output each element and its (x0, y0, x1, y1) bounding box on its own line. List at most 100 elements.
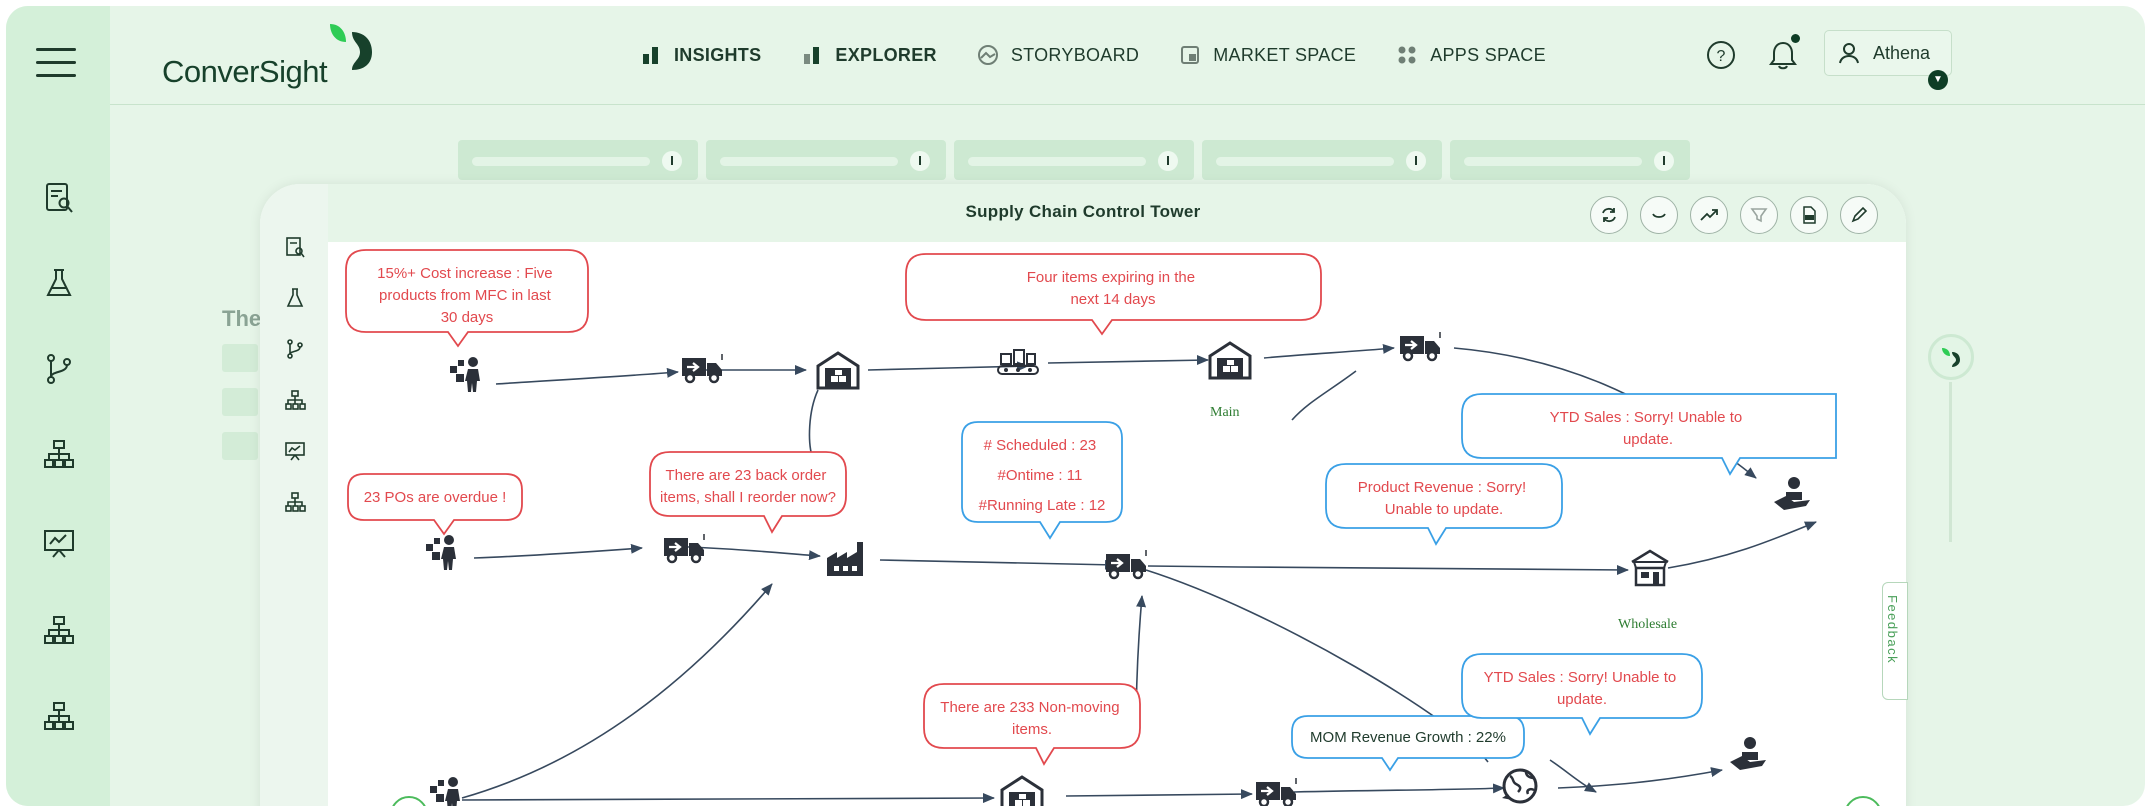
feedback-tab[interactable]: Feedback (1882, 582, 1908, 700)
bubble-line: 30 days (441, 309, 494, 326)
brand-name: ConverSight (162, 54, 328, 89)
flow-diagram: Main Wholesale 15%+ Cost incr (345, 249, 1837, 806)
insights-bars-icon (643, 47, 658, 64)
background-text: The (222, 306, 262, 331)
svg-text:YTD Sales : Sorry! Unable to: YTD Sales : Sorry! Unable to update. (1484, 669, 1681, 708)
bubble-line: items, shall I reorder now? (660, 489, 836, 506)
bubble-line: #Ontime : 11 (998, 467, 1083, 484)
alert-bubble-cost-increase[interactable]: 15%+ Cost increase : Five products from … (345, 249, 589, 348)
node-label-wholesale: Wholesale (1618, 617, 1677, 632)
flow-edge (1667, 521, 1817, 569)
left-rail (6, 6, 110, 806)
customer-icon[interactable] (1730, 737, 1766, 770)
hierarchy-icon[interactable] (42, 700, 76, 734)
app-frame: ConverSight INSIGHTS EXPLORER STORYBOARD (6, 6, 2145, 806)
truck-icon[interactable] (662, 532, 706, 564)
flow-edge (473, 543, 643, 559)
chevron-down-icon[interactable]: ▼ (1928, 70, 1948, 90)
info-bubble-ytd-sales-bottom[interactable]: YTD Sales : Sorry! Unable to update. (1461, 653, 1703, 736)
filter-button[interactable] (1740, 196, 1778, 234)
flow-edge (1047, 355, 1209, 366)
smile-button[interactable] (1640, 196, 1678, 234)
bubble-line: # Scheduled : 23 (984, 437, 1097, 454)
bubble-line: update. (1623, 431, 1673, 448)
flow-edge (1291, 370, 1357, 421)
menu-icon[interactable] (36, 48, 76, 78)
brand-logo[interactable]: ConverSight (162, 22, 372, 94)
globe-icon[interactable] (1500, 768, 1538, 804)
nav-apps-space[interactable]: APPS SPACE (1396, 44, 1546, 66)
background-block (222, 388, 258, 416)
flow-edge (1557, 767, 1723, 789)
background-tab (954, 140, 1194, 180)
customer-icon[interactable] (1774, 477, 1810, 510)
supplier-icon[interactable] (426, 535, 456, 570)
wholesale-store-icon[interactable] (1630, 549, 1670, 587)
factory-icon[interactable] (827, 542, 863, 576)
warehouse-icon[interactable] (816, 351, 860, 390)
edit-button[interactable] (1840, 196, 1878, 234)
supplier-icon[interactable] (450, 357, 480, 392)
assistant-toggle[interactable] (1928, 334, 1974, 380)
info-bubble-product-revenue[interactable]: Product Revenue : Sorry! Unable to updat… (1325, 463, 1563, 546)
truck-icon[interactable] (680, 352, 724, 384)
alert-bubble-non-moving[interactable]: There are 233 Non-moving items. (923, 683, 1141, 766)
report-search-icon[interactable] (42, 181, 76, 215)
flask-icon[interactable] (284, 287, 306, 309)
info-bubble-schedule[interactable]: # Scheduled : 23 #Ontime : 11 #Running L… (961, 421, 1123, 540)
bubble-line: next 14 days (1070, 291, 1155, 308)
alert-bubble-pos-overdue[interactable]: 23 POs are overdue ! (347, 473, 523, 536)
conveyor-icon[interactable] (997, 349, 1039, 375)
hierarchy-icon[interactable] (42, 438, 76, 472)
user-menu[interactable]: Athena (1824, 30, 1952, 76)
nav-market-space[interactable]: MARKET SPACE (1179, 44, 1356, 66)
presentation-icon[interactable] (42, 526, 76, 560)
flow-edge (1549, 759, 1597, 793)
flow-edge (495, 367, 679, 385)
panel-rail (260, 184, 328, 806)
flask-icon[interactable] (42, 266, 76, 300)
warehouse-main-icon[interactable] (1208, 341, 1252, 380)
panel-toolbar (1590, 196, 1878, 234)
bubble-line: 15%+ Cost increase : Five (377, 265, 553, 282)
alert-bubble-expiring[interactable]: Four items expiring in the next 14 days (905, 253, 1322, 336)
nav-apps-space-label: APPS SPACE (1430, 44, 1546, 65)
branch-icon[interactable] (284, 338, 306, 360)
truck-icon[interactable] (1254, 776, 1298, 806)
flow-edge (879, 559, 1117, 570)
flow-edge (1065, 789, 1253, 800)
supplier-icon[interactable] (430, 777, 460, 806)
svg-text:23 POs are overdue !: 23 POs are overdue ! (364, 489, 507, 506)
hierarchy-icon[interactable] (284, 389, 306, 411)
report-search-icon[interactable] (284, 236, 306, 258)
nav-insights-label: INSIGHTS (674, 44, 762, 65)
background-tab (1202, 140, 1442, 180)
info-bubble-ytd-sales-top[interactable]: YTD Sales : Sorry! Unable to update. (1461, 393, 1837, 476)
filter-icon (1750, 208, 1768, 223)
truck-icon[interactable] (1104, 548, 1148, 580)
nav-storyboard[interactable]: STORYBOARD (977, 44, 1139, 66)
svg-text:Product Revenue : Sorry!: Product Revenue : Sorry! Unable to updat… (1358, 479, 1531, 518)
bubble-line: YTD Sales : Sorry! Unable to (1550, 409, 1743, 426)
control-tower-panel: Supply Chain Control Tower (260, 184, 1906, 806)
info-bubble-mom-revenue[interactable]: MOM Revenue Growth : 22% (1291, 715, 1525, 772)
truck-icon[interactable] (1398, 330, 1442, 362)
alert-bubble-back-order[interactable]: There are 23 back order items, shall I r… (649, 451, 847, 534)
presentation-icon[interactable] (284, 440, 306, 462)
nav-explorer[interactable]: EXPLORER (801, 44, 937, 66)
flow-edge (1147, 564, 1629, 575)
bubble-line: 23 POs are overdue ! (364, 489, 507, 506)
bell-icon[interactable] (1766, 38, 1800, 72)
nav-insights[interactable]: INSIGHTS (640, 44, 761, 66)
help-icon[interactable]: ? (1706, 40, 1736, 70)
refresh-button[interactable] (1590, 196, 1628, 234)
storyboard-icon (977, 45, 998, 65)
trend-button[interactable] (1690, 196, 1728, 234)
main-nav: INSIGHTS EXPLORER STORYBOARD MARKET SPAC… (640, 44, 1546, 66)
hierarchy-icon[interactable] (42, 614, 76, 648)
svg-text:15%+ Cost increase : Five: 15%+ Cost increase : Five products from … (377, 265, 557, 326)
warehouse-icon[interactable] (1000, 775, 1044, 806)
pdf-button[interactable] (1790, 196, 1828, 234)
branch-icon[interactable] (42, 352, 76, 386)
hierarchy-icon[interactable] (284, 491, 306, 513)
